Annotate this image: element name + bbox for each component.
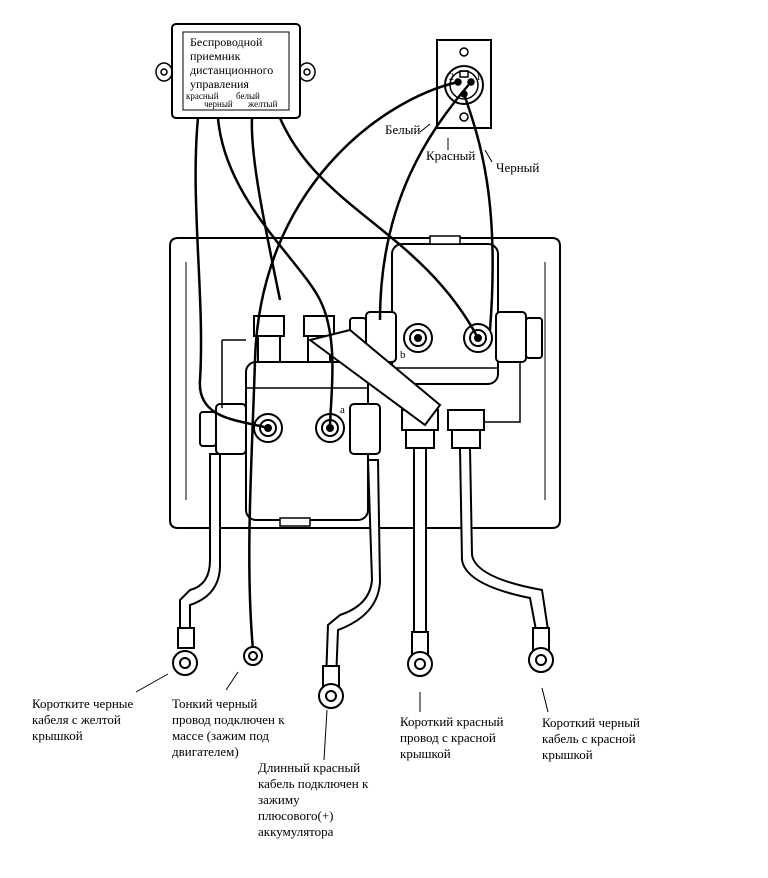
wire-white-from-receiver (216, 117, 334, 429)
callout-short-black-yellow-2: кабеля с желтой (32, 712, 121, 727)
lug-1-sleeve (177, 627, 195, 649)
callout-long-red-5: аккумулятора (258, 824, 334, 839)
left-side-stud (199, 411, 217, 447)
socket-label-red: Красный (426, 148, 475, 163)
receiver-title-line-3: дистанционного (190, 63, 273, 77)
callout-short-black-yellow-1: Коротките черные (32, 696, 134, 711)
receiver-wire-red-label: красный (186, 91, 219, 101)
wire-socket-black (462, 93, 494, 331)
leader-long-red (323, 709, 328, 761)
right-solenoid-cap (429, 235, 461, 245)
right-solenoid (349, 235, 543, 449)
cable-short-red (413, 447, 427, 641)
socket-pin-label-1: 1 (476, 72, 481, 83)
callout-long-red-3: зажиму (258, 792, 300, 807)
lug-1-hole (179, 657, 191, 669)
socket-leader-lines (419, 123, 493, 163)
callout-short-black-red-1: Короткий черный (542, 715, 640, 730)
lug-5-hole (535, 654, 547, 666)
lug-5-sleeve (532, 627, 550, 651)
lug-3-hole (325, 690, 337, 702)
right-bus-link (484, 362, 521, 423)
terminal-mark-b: b (400, 349, 406, 361)
lug-4-sleeve (411, 631, 429, 655)
lug-4-hole (414, 658, 426, 670)
right-terminal-1-core (414, 334, 422, 342)
mounting-plate (169, 237, 561, 529)
wire-black-from-receiver (250, 117, 282, 301)
bus-bars (221, 328, 521, 427)
plate-outline (169, 237, 561, 529)
receiver-mount-hole-right (303, 68, 311, 76)
leader-short-black-yellow (135, 673, 169, 693)
wire-ground-thin (248, 80, 459, 651)
right-side-stud-right (525, 317, 543, 359)
socket-screw-bottom (459, 112, 469, 122)
receiver-wire-yellow-label: желтый (247, 99, 278, 109)
ring-terminals (172, 627, 554, 709)
wireless-receiver (155, 23, 316, 119)
terminal-mark-a: a (340, 404, 345, 416)
callout-short-red-3: крышкой (400, 746, 451, 761)
callout-thin-black-3: массе (зажим под (172, 728, 269, 743)
callout-thin-black-4: двигателем) (172, 744, 239, 759)
right-bottom-nut-left (405, 429, 435, 449)
socket-key (459, 70, 469, 78)
right-side-nut-right (495, 311, 527, 363)
wire-yellow-from-receiver (278, 117, 480, 339)
receiver-label-panel (182, 31, 290, 111)
callout-short-black-red-3: крышкой (542, 747, 593, 762)
receiver-wire-white-label: белый (236, 91, 260, 101)
callout-long-red-1: Длинный красный (258, 760, 360, 775)
wire-socket-red (378, 81, 472, 321)
right-bottom-stud-right (447, 409, 485, 431)
control-wires (194, 80, 494, 651)
receiver-wire-black-label: черный (204, 99, 233, 109)
receiver-title-line-2: приемник (190, 49, 241, 63)
leader-thin-black (225, 671, 239, 691)
diagonal-bus-bar (307, 328, 442, 427)
callout-thin-black-2: провод подключен к (172, 712, 285, 727)
receiver-mount-left (155, 62, 173, 82)
callout-short-black-yellow-3: крышкой (32, 728, 83, 743)
callout-short-red-2: провод с красной (400, 730, 496, 745)
receiver-title-line-4: управления (190, 77, 249, 91)
lug-2-hole (248, 651, 258, 661)
socket-label-black: Черный (496, 160, 539, 175)
callout-long-red-4: плюсового(+) (258, 808, 333, 823)
bottom-leader-lines (135, 671, 549, 761)
receiver-mount-right (298, 62, 316, 82)
callout-short-red-1: Короткий красный (400, 714, 504, 729)
receiver-title-line-1: Беспроводной (190, 35, 263, 49)
callout-thin-black-1: Тонкий черный (172, 696, 257, 711)
right-solenoid-body (391, 243, 499, 385)
left-solenoid-base (279, 517, 311, 527)
left-side-stud-nut (215, 403, 247, 455)
right-bottom-nut-right (451, 429, 481, 449)
callout-short-black-red-2: кабель с красной (542, 731, 636, 746)
leader-black (484, 149, 493, 163)
left-bus-link (221, 339, 246, 408)
left-top-stud-left-nut (257, 335, 281, 363)
receiver-mount-hole-left (160, 68, 168, 76)
callout-long-red-2: кабель подключен к (258, 776, 369, 791)
socket-screw-top (459, 47, 469, 57)
leader-white (419, 123, 431, 133)
socket-label-white: Белый (385, 122, 420, 137)
wire-red-from-receiver (194, 117, 269, 430)
socket-pin-label-2: 2 (449, 72, 454, 83)
cable-short-black-red (458, 447, 550, 631)
leader-short-black-red (541, 687, 549, 713)
left-right-stud-nut (349, 403, 381, 455)
